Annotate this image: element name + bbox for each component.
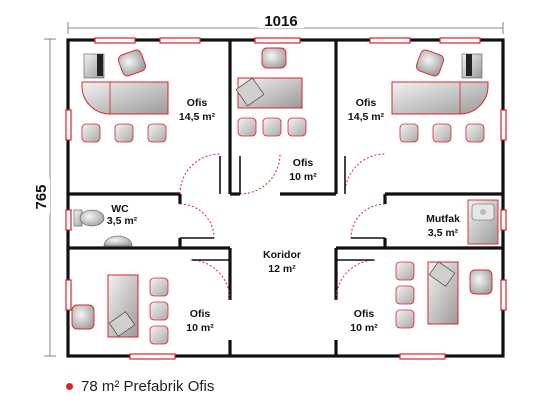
- room-label-office-top-right: Ofis 14,5 m²: [348, 97, 385, 123]
- dimension-height: 765: [33, 38, 56, 357]
- width-label: 1016: [264, 13, 297, 30]
- room-name: Koridor: [263, 249, 301, 261]
- room-name: Mutfak: [426, 213, 460, 225]
- room-area: 3,5 m²: [107, 215, 138, 227]
- windows: [65, 37, 507, 360]
- room-name: Ofis: [190, 308, 211, 320]
- office-bottom-left-furniture: [71, 274, 169, 345]
- office-bottom-right-furniture: [395, 261, 493, 329]
- dimension-width: 1016: [67, 12, 504, 34]
- room-area: 10 m²: [350, 322, 378, 334]
- room-label-office-top-left: Ofis 14,5 m²: [179, 97, 216, 123]
- room-area: 10 m²: [289, 171, 317, 183]
- room-label-corridor: Koridor 12 m²: [263, 249, 301, 275]
- room-area: 14,5 m²: [179, 111, 216, 123]
- room-area: 3,5 m²: [428, 227, 459, 239]
- room-area: 10 m²: [186, 322, 214, 334]
- room-name: Ofis: [293, 157, 314, 169]
- room-name: Ofis: [187, 97, 208, 109]
- door-swings: [179, 153, 386, 301]
- bullet-dot-icon: [66, 383, 73, 390]
- kitchen-fixtures: [467, 199, 499, 245]
- room-name: Ofis: [354, 308, 375, 320]
- caption-text: 78 m² Prefabrik Ofis: [81, 378, 215, 395]
- room-label-office-top-center: Ofis 10 m²: [289, 157, 317, 183]
- room-label-office-bottom-left: Ofis 10 m²: [186, 308, 214, 334]
- room-area: 12 m²: [268, 263, 296, 275]
- office-top-right-furniture: [391, 49, 489, 143]
- room-name: Ofis: [356, 97, 377, 109]
- height-label: 765: [33, 184, 50, 209]
- room-label-kitchen: Mutfak 3,5 m²: [426, 213, 460, 239]
- caption: 78 m² Prefabrik Ofis: [66, 378, 214, 395]
- office-top-center-furniture: [235, 47, 307, 137]
- room-name: WC: [111, 203, 129, 215]
- wc-fixtures: [73, 209, 133, 247]
- door-leaves: [180, 156, 385, 261]
- office-top-left-furniture: [81, 49, 169, 143]
- room-area: 14,5 m²: [348, 111, 385, 123]
- room-label-office-bottom-right: Ofis 10 m²: [350, 308, 378, 334]
- room-label-wc: WC 3,5 m²: [107, 203, 138, 227]
